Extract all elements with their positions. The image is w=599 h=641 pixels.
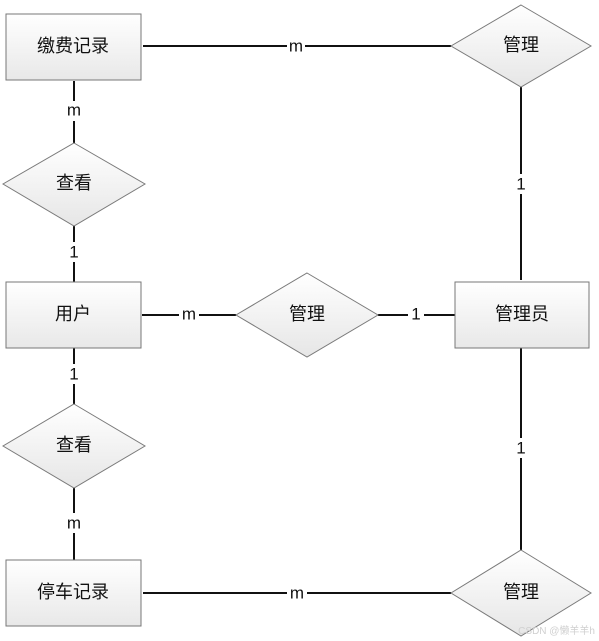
relationship-view-payment-label: 查看 [56, 173, 92, 194]
relationship-manage-parking-label: 管理 [503, 582, 539, 603]
cardinality-user-to-manage: m [182, 304, 196, 323]
relationship-view-parking-label: 查看 [56, 435, 92, 456]
cardinality-payment-to-manage: m [289, 36, 303, 55]
entity-admin-label: 管理员 [495, 304, 549, 325]
cardinality-view-parking-to-record: m [67, 513, 81, 532]
relationship-manage-user-label: 管理 [289, 304, 325, 325]
cardinality-admin-to-manage-parking: 1 [516, 438, 525, 457]
watermark-text: CSDN @懒羊羊h [518, 624, 595, 637]
cardinality-manage-user-to-admin: 1 [411, 304, 420, 323]
entity-admin: 管理员 [454, 281, 590, 349]
relationship-manage-user: 管理 [235, 272, 379, 358]
relationship-manage-payment: 管理 [450, 4, 592, 88]
cardinality-payment-to-view: m [67, 100, 81, 119]
cardinality-parking-to-manage: m [290, 583, 304, 602]
entity-payment-record: 缴费记录 [5, 13, 142, 81]
cardinality-labels: m 1 m 1 m 1 1 m 1 m [64, 36, 529, 603]
entity-parking-record-label: 停车记录 [37, 582, 109, 603]
cardinality-manage-payment-to-admin: 1 [516, 174, 525, 193]
entity-payment-record-label: 缴费记录 [37, 36, 109, 57]
entity-parking-record: 停车记录 [5, 559, 142, 627]
relationship-manage-payment-label: 管理 [503, 35, 539, 56]
relationship-view-parking: 查看 [2, 403, 146, 489]
relationship-manage-parking: 管理 [450, 549, 592, 637]
entity-user: 用户 [5, 281, 142, 349]
relationship-view-payment: 查看 [2, 142, 146, 227]
cardinality-user-to-view-parking: 1 [69, 364, 78, 383]
entity-user-label: 用户 [55, 304, 91, 325]
cardinality-view-payment-to-user: 1 [69, 242, 78, 261]
